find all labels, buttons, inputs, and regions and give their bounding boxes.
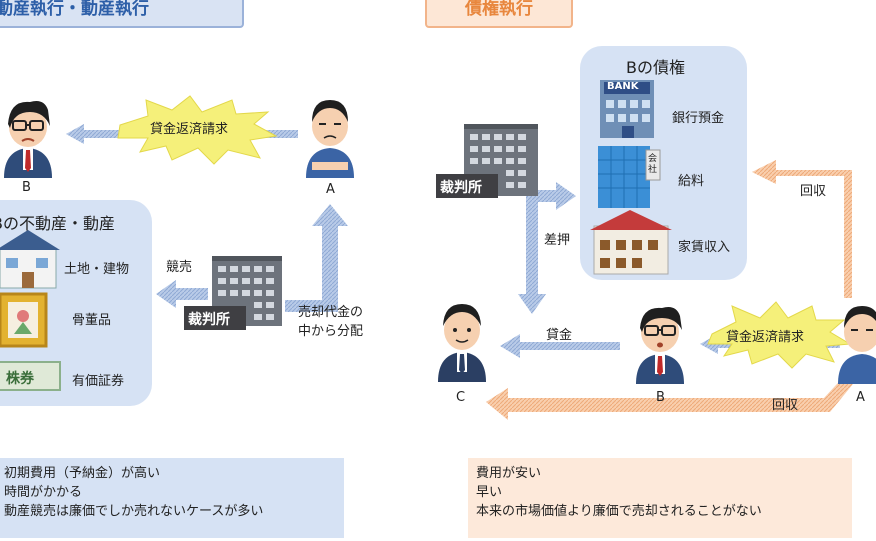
person-b-left (4, 101, 52, 178)
person-a-left-label: A (326, 182, 335, 197)
court-label-left: 裁判所 (188, 312, 230, 328)
asset-label-land: 土地・建物 (64, 262, 130, 277)
bank-icon (600, 80, 654, 138)
claim-label-bank: 銀行預金 (672, 111, 725, 126)
right-notes-box: 費用が安い 早い 本来の市場価値より廉価で売却されることがない (468, 458, 852, 538)
claim-label-rent: 家賃収入 (678, 240, 731, 255)
court-building-left (184, 256, 282, 330)
collect-arrow-claims (752, 160, 852, 298)
person-a-left (306, 100, 354, 178)
person-c-label: C (456, 390, 466, 405)
claim-label-salary: 給料 (678, 174, 705, 189)
antique-painting-icon (0, 292, 48, 348)
person-a-right-label: A (856, 390, 865, 405)
person-c (438, 304, 486, 382)
left-notes-box: 初期費用（予納金）が高い 時間がかかる 動産競売は廉価でしか売れないケースが多い (0, 458, 344, 538)
seizure-arrow-to-claims (530, 182, 576, 210)
person-b-right-label: B (656, 390, 665, 405)
court-label-right: 裁判所 (440, 180, 482, 196)
person-b-left-label: B (22, 180, 31, 195)
asset-label-antique: 骨董品 (72, 313, 112, 328)
company-building-icon (598, 146, 661, 208)
distribution-arrow (285, 204, 348, 312)
left-note: 動産競売は廉価でしか売れないケースが多い (4, 504, 264, 519)
claims-box-title: Bの債権 (626, 58, 685, 77)
asset-label-securities: 有価証券 (72, 374, 125, 389)
right-note: 早い (476, 485, 503, 500)
demand-burst-left (117, 95, 278, 165)
distribution-label: 売却代金の 中から分配 (298, 305, 364, 339)
rental-house-icon (590, 210, 672, 275)
collect-label-lower: 回収 (772, 398, 799, 413)
court-building-right (436, 124, 538, 198)
right-section-title: 債権執行 (425, 0, 573, 28)
seizure-label: 差押 (544, 233, 571, 248)
sale-arrow (156, 280, 208, 308)
demand-label-right: 貸金返済請求 (726, 330, 805, 345)
loan-arrow (500, 334, 620, 358)
house-icon (0, 230, 60, 289)
person-b-right (636, 307, 684, 384)
stock-certificate-icon (0, 361, 61, 391)
left-section-title: 動産執行・動産執行 (0, 0, 244, 28)
left-note: 初期費用（予納金）が高い (4, 466, 161, 481)
right-note: 費用が安い (476, 466, 542, 481)
collect-arrow-bottom (486, 372, 858, 420)
loan-label: 貸金 (546, 328, 573, 343)
person-a-right (838, 306, 876, 384)
company-sign: 会社 (648, 154, 658, 175)
seizure-arrow-down (518, 186, 546, 314)
right-note: 本来の市場価値より廉価で売却されることがない (476, 504, 762, 519)
collect-label-upper: 回収 (800, 184, 827, 199)
sale-label: 競売 (166, 260, 193, 275)
assets-box-title: Bの不動産・動産 (0, 214, 115, 233)
demand-burst-right (707, 301, 852, 369)
stock-certificate-text: 株券 (6, 371, 34, 387)
bank-sign: BANK (607, 81, 639, 92)
left-note: 時間がかかる (4, 485, 83, 500)
demand-label-left: 貸金返済請求 (150, 122, 229, 137)
